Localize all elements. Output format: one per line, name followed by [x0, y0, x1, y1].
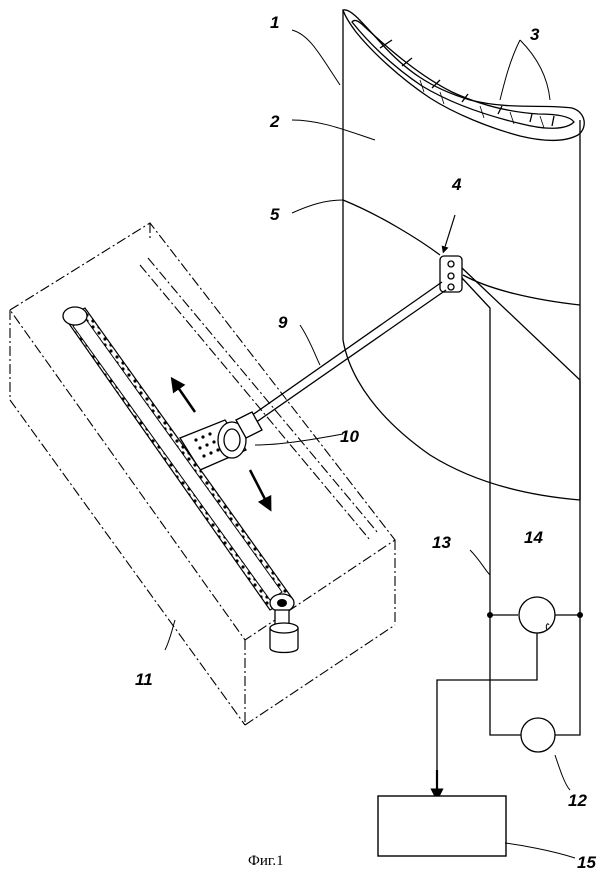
probe-rod — [238, 282, 446, 432]
turbine-blade — [343, 10, 584, 500]
label-1: 1 — [270, 13, 279, 32]
label-5: 5 — [270, 205, 280, 224]
label-13: 13 — [432, 533, 451, 552]
probe-head — [440, 256, 462, 292]
motion-arrow-up — [175, 383, 195, 412]
label-15: 15 — [577, 853, 596, 872]
wiring — [437, 268, 580, 790]
source-12 — [521, 718, 555, 752]
meter-14 — [519, 597, 555, 633]
motor — [270, 610, 298, 653]
label-2: 2 — [269, 112, 280, 131]
motion-arrow-down — [250, 470, 268, 505]
label-4: 4 — [451, 175, 462, 194]
processing-unit-15 — [378, 796, 506, 856]
label-9: 9 — [278, 313, 288, 332]
figure-caption: Фиг.1 — [248, 853, 284, 869]
label-12: 12 — [568, 791, 587, 810]
label-4-arrow — [444, 215, 455, 250]
label-3: 3 — [530, 25, 540, 44]
label-14: 14 — [524, 528, 543, 547]
drive-belt — [63, 307, 294, 612]
label-11: 11 — [135, 670, 153, 689]
label-10: 10 — [340, 427, 359, 446]
